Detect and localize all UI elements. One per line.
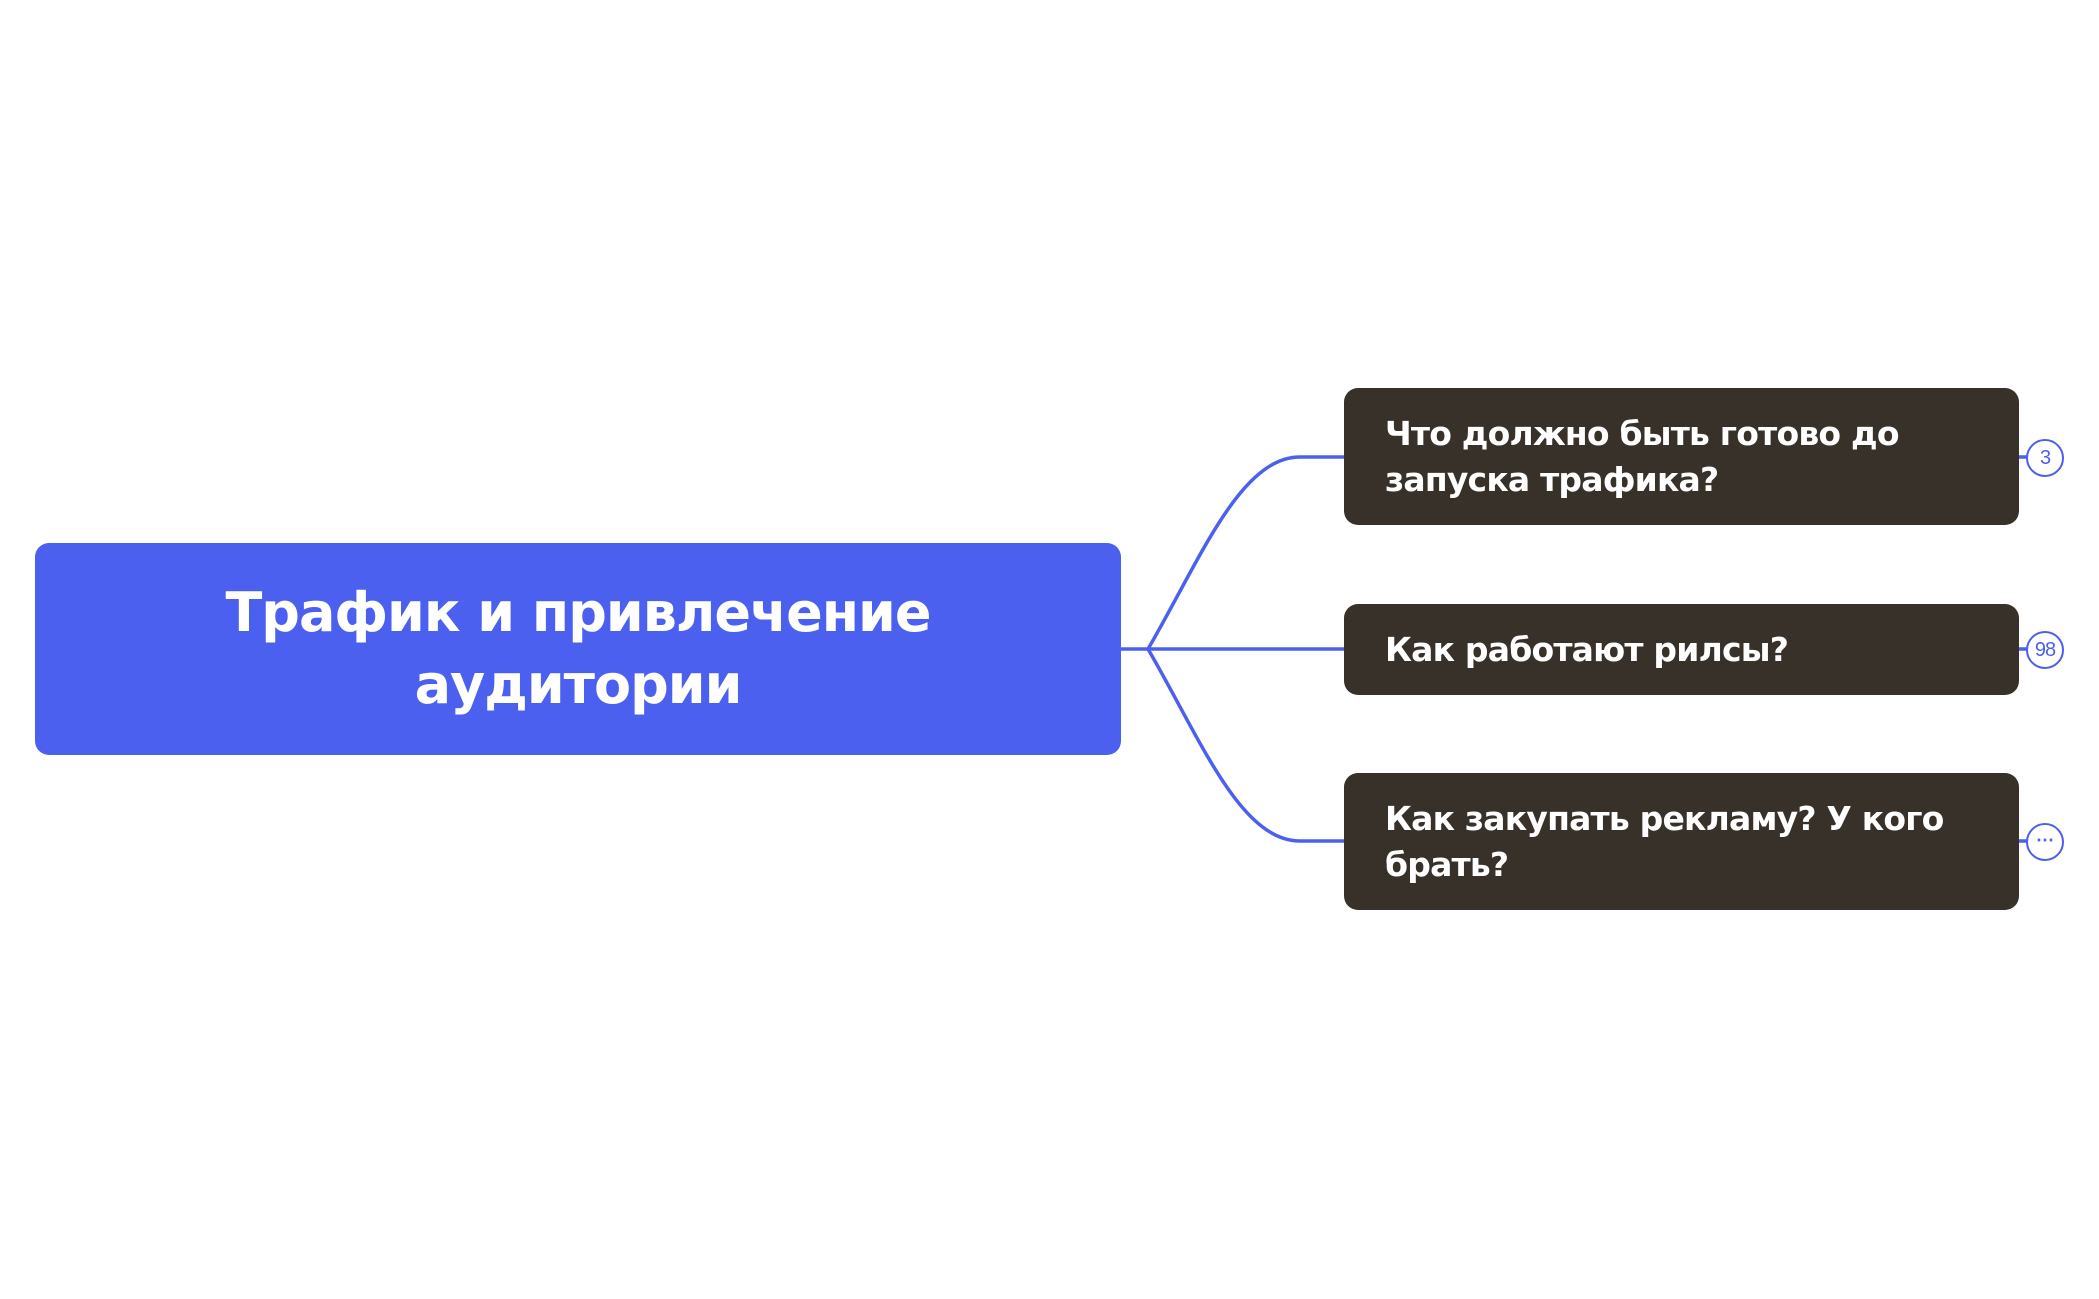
topic-node-1[interactable]: Что должно быть готово до запуска трафик… bbox=[1344, 388, 2019, 525]
branch-line-topic-3 bbox=[1146, 648, 1344, 843]
branch-line-topic-1 bbox=[1146, 455, 1344, 650]
more-dots-icon[interactable]: ⋯ bbox=[2026, 823, 2064, 861]
topic-label-1: Что должно быть готово до запуска трафик… bbox=[1385, 413, 1900, 499]
topic-node-3[interactable]: Как закупать рекламу? У кого брать? bbox=[1344, 773, 2019, 910]
collapse-count-badge-1[interactable]: 3 bbox=[2026, 439, 2064, 477]
collapse-count-badge-2[interactable]: 98 bbox=[2026, 631, 2064, 669]
topic-label-3: Как закупать рекламу? У кого брать? bbox=[1385, 798, 1944, 884]
root-topic-title: Трафик и привлечение аудитории bbox=[225, 581, 931, 716]
root-topic-node[interactable]: Трафик и привлечение аудитории bbox=[35, 543, 1121, 755]
topic-label-2: Как работают рилсы? bbox=[1385, 629, 1789, 669]
topic-node-2[interactable]: Как работают рилсы? bbox=[1344, 604, 2019, 695]
